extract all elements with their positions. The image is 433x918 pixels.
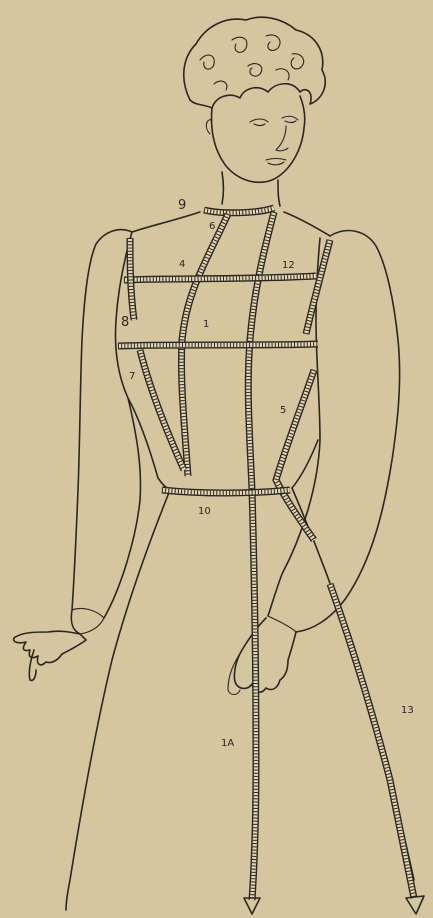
label-13: 13 [401,706,414,716]
tape-5 [276,370,314,540]
eye-right [282,116,298,122]
right-shoulder [284,212,330,236]
arrow-13 [406,896,424,914]
label-6: 6 [209,222,215,232]
left-hand [14,631,86,680]
tape-8 [118,344,318,346]
bodice-right-side [292,440,318,488]
right-hand [234,618,296,692]
label-12: 12 [282,261,295,271]
tape-10-waist [162,490,290,493]
tape-13 [330,584,414,898]
tape-4-12 [124,276,316,280]
tape-1-center-front [248,212,274,900]
neck [222,172,280,206]
measuring-tapes [118,208,414,900]
arrow-1a [244,898,260,914]
face-outline [212,96,305,182]
nose [276,126,288,151]
label-5: 5 [280,406,286,416]
tape-9-neck [204,208,274,213]
label-1a: 1A [221,739,234,749]
label-8: 8 [121,316,129,329]
right-sleeve [296,231,400,632]
left-shoulder [132,212,200,232]
eye-left [250,119,268,126]
mouth [266,159,286,165]
bodice-left-side [128,398,170,490]
tape-armhole-left [130,238,134,320]
label-10: 10 [198,507,211,517]
label-9: 9 [178,199,186,212]
label-1: 1 [203,320,209,330]
skirt-left [66,490,170,910]
label-7: 7 [129,372,135,382]
tape-7 [140,350,184,470]
label-4: 4 [179,260,185,270]
